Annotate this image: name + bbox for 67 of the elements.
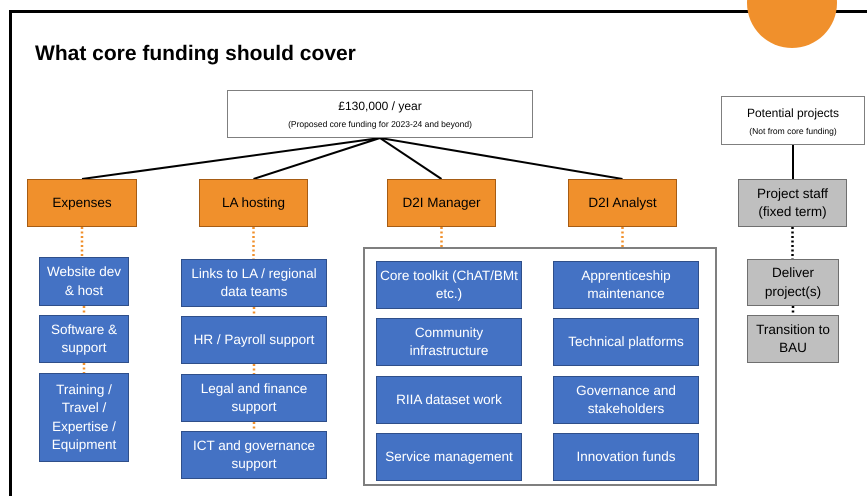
- item-box: [39, 315, 129, 363]
- box-label: RIIA dataset work: [396, 390, 502, 409]
- box-label: HR / Payroll support: [194, 330, 314, 349]
- dotted-connector: [252, 364, 256, 374]
- category-box: [27, 179, 137, 227]
- box-label: D2I Manager: [402, 194, 481, 212]
- connector-line: [792, 145, 794, 179]
- dotted-connector: [82, 363, 86, 373]
- item-box: [39, 257, 129, 306]
- box-label: LA hosting: [222, 194, 286, 212]
- box-label: Legal and finance support: [200, 380, 308, 416]
- dotted-connector: [792, 306, 794, 315]
- box-label: D2I Analyst: [588, 194, 657, 212]
- category-box: [199, 179, 308, 227]
- item-box: [39, 373, 129, 462]
- category-box: [568, 179, 677, 227]
- dotted-connector: [252, 422, 256, 431]
- box-label: £130,000 / year: [338, 98, 422, 114]
- box-note: (Proposed core funding for 2023-24 and beyond): [288, 120, 472, 130]
- dotted-connector: [440, 227, 443, 247]
- connector-line: [379, 137, 442, 180]
- box-label: Community infrastructure: [408, 324, 490, 360]
- item-box: [181, 259, 327, 307]
- project-box: [747, 259, 839, 306]
- dotted-connector: [82, 306, 86, 315]
- box-label: Links to LA / regional data teams: [190, 264, 318, 301]
- box-label: Website dev & host: [46, 263, 122, 300]
- funding-box: [721, 96, 865, 145]
- item-box: [181, 316, 327, 364]
- title: What core funding should cover: [35, 42, 356, 66]
- item-box: [553, 318, 699, 366]
- dotted-connector: [80, 227, 84, 257]
- box-label: Technical platforms: [568, 332, 684, 351]
- funding-box: [227, 90, 533, 138]
- box-label: Apprenticeship maintenance: [580, 266, 672, 303]
- box-label: Software & support: [50, 320, 118, 357]
- group-frame: [363, 247, 717, 486]
- item-box: [553, 261, 699, 309]
- dotted-connector: [252, 227, 255, 259]
- item-box: [181, 431, 327, 479]
- item-box: [181, 374, 327, 422]
- category-box: [387, 179, 496, 227]
- project-box: [738, 179, 847, 227]
- project-box: [747, 315, 839, 363]
- item-box: [376, 433, 522, 481]
- item-box: [376, 376, 522, 424]
- box-label: Transition to BAU: [755, 320, 831, 357]
- box-label: Expenses: [52, 194, 112, 212]
- dotted-connector: [252, 307, 256, 316]
- connector-line: [253, 137, 380, 180]
- box-label: Core toolkit (ChAT/BMt etc.): [380, 266, 518, 303]
- item-box: [553, 376, 699, 424]
- item-box: [376, 261, 522, 309]
- dotted-connector: [791, 227, 794, 259]
- box-label: Potential projects: [746, 104, 840, 121]
- box-label: Governance and stakeholders: [575, 382, 677, 418]
- box-label: Training / Travel / Expertise / Equipment: [50, 381, 118, 454]
- dotted-connector: [621, 227, 624, 247]
- box-label: Deliver project(s): [764, 264, 822, 301]
- box-label: Project staff (fixed term): [756, 184, 830, 221]
- item-box: [553, 433, 699, 481]
- item-box: [376, 318, 522, 366]
- connector-line: [380, 137, 623, 180]
- box-note: (Not from core funding): [749, 126, 837, 136]
- box-label: Innovation funds: [576, 448, 676, 466]
- box-label: Service management: [385, 448, 513, 466]
- box-label: ICT and governance support: [192, 436, 316, 473]
